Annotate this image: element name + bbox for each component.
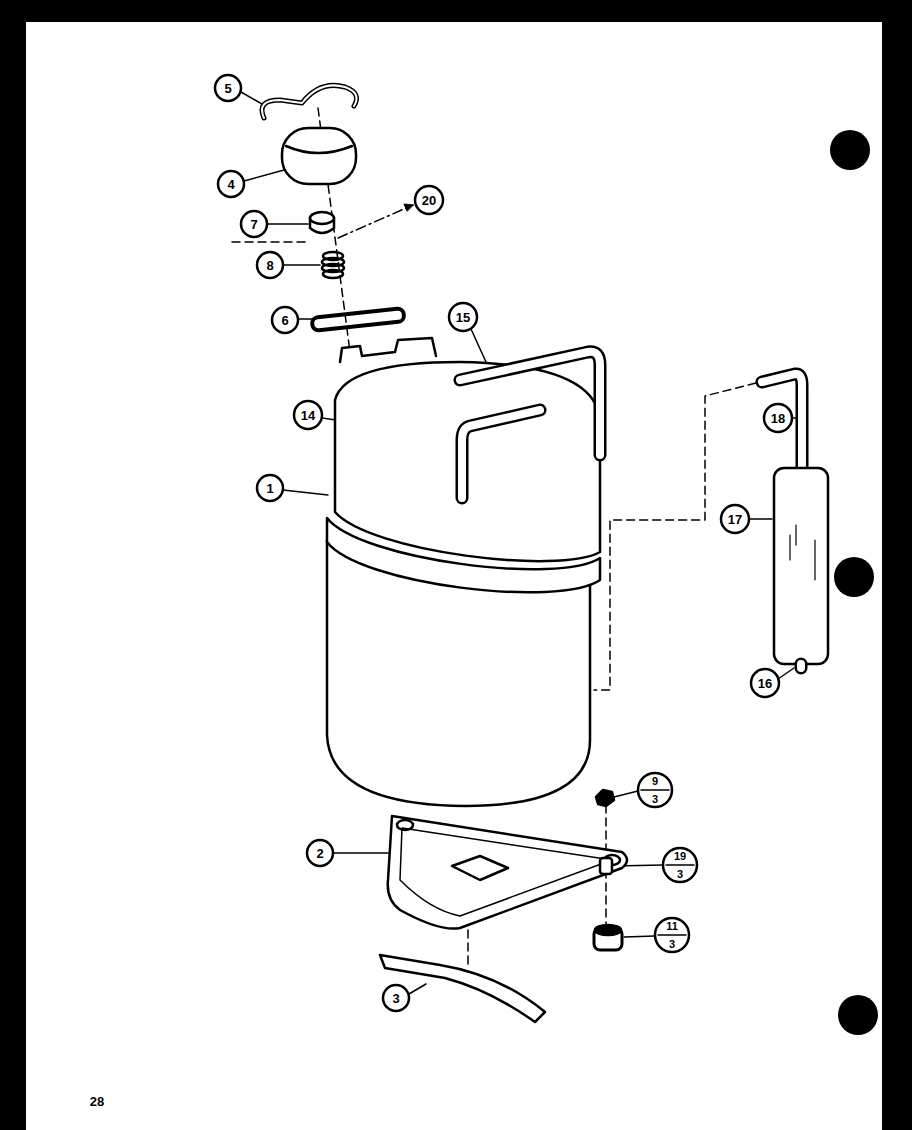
callout-number: 7 <box>250 218 257 231</box>
callout-number: 9 <box>652 776 658 787</box>
callout-number: 19 <box>674 851 686 862</box>
callout-number: 1 <box>266 482 273 495</box>
callout-number: 8 <box>266 259 273 272</box>
callout-number: 3 <box>652 794 658 805</box>
callout-number: 5 <box>224 82 231 95</box>
callout-number: 15 <box>456 311 470 324</box>
callout-number: 3 <box>677 869 683 880</box>
callout-number: 16 <box>758 677 772 690</box>
page-number: 28 <box>90 1095 104 1108</box>
callout-number: 11 <box>666 921 678 932</box>
callout-number: 6 <box>281 314 288 327</box>
callout-number: 17 <box>728 513 742 526</box>
callout-number: 18 <box>771 412 785 425</box>
callout-number: 14 <box>301 409 315 422</box>
callout-number: 3 <box>669 939 675 950</box>
callout-number: 2 <box>316 847 323 860</box>
callout-number: 3 <box>392 992 399 1005</box>
callout-number: 20 <box>422 194 436 207</box>
callout-number: 4 <box>227 178 234 191</box>
